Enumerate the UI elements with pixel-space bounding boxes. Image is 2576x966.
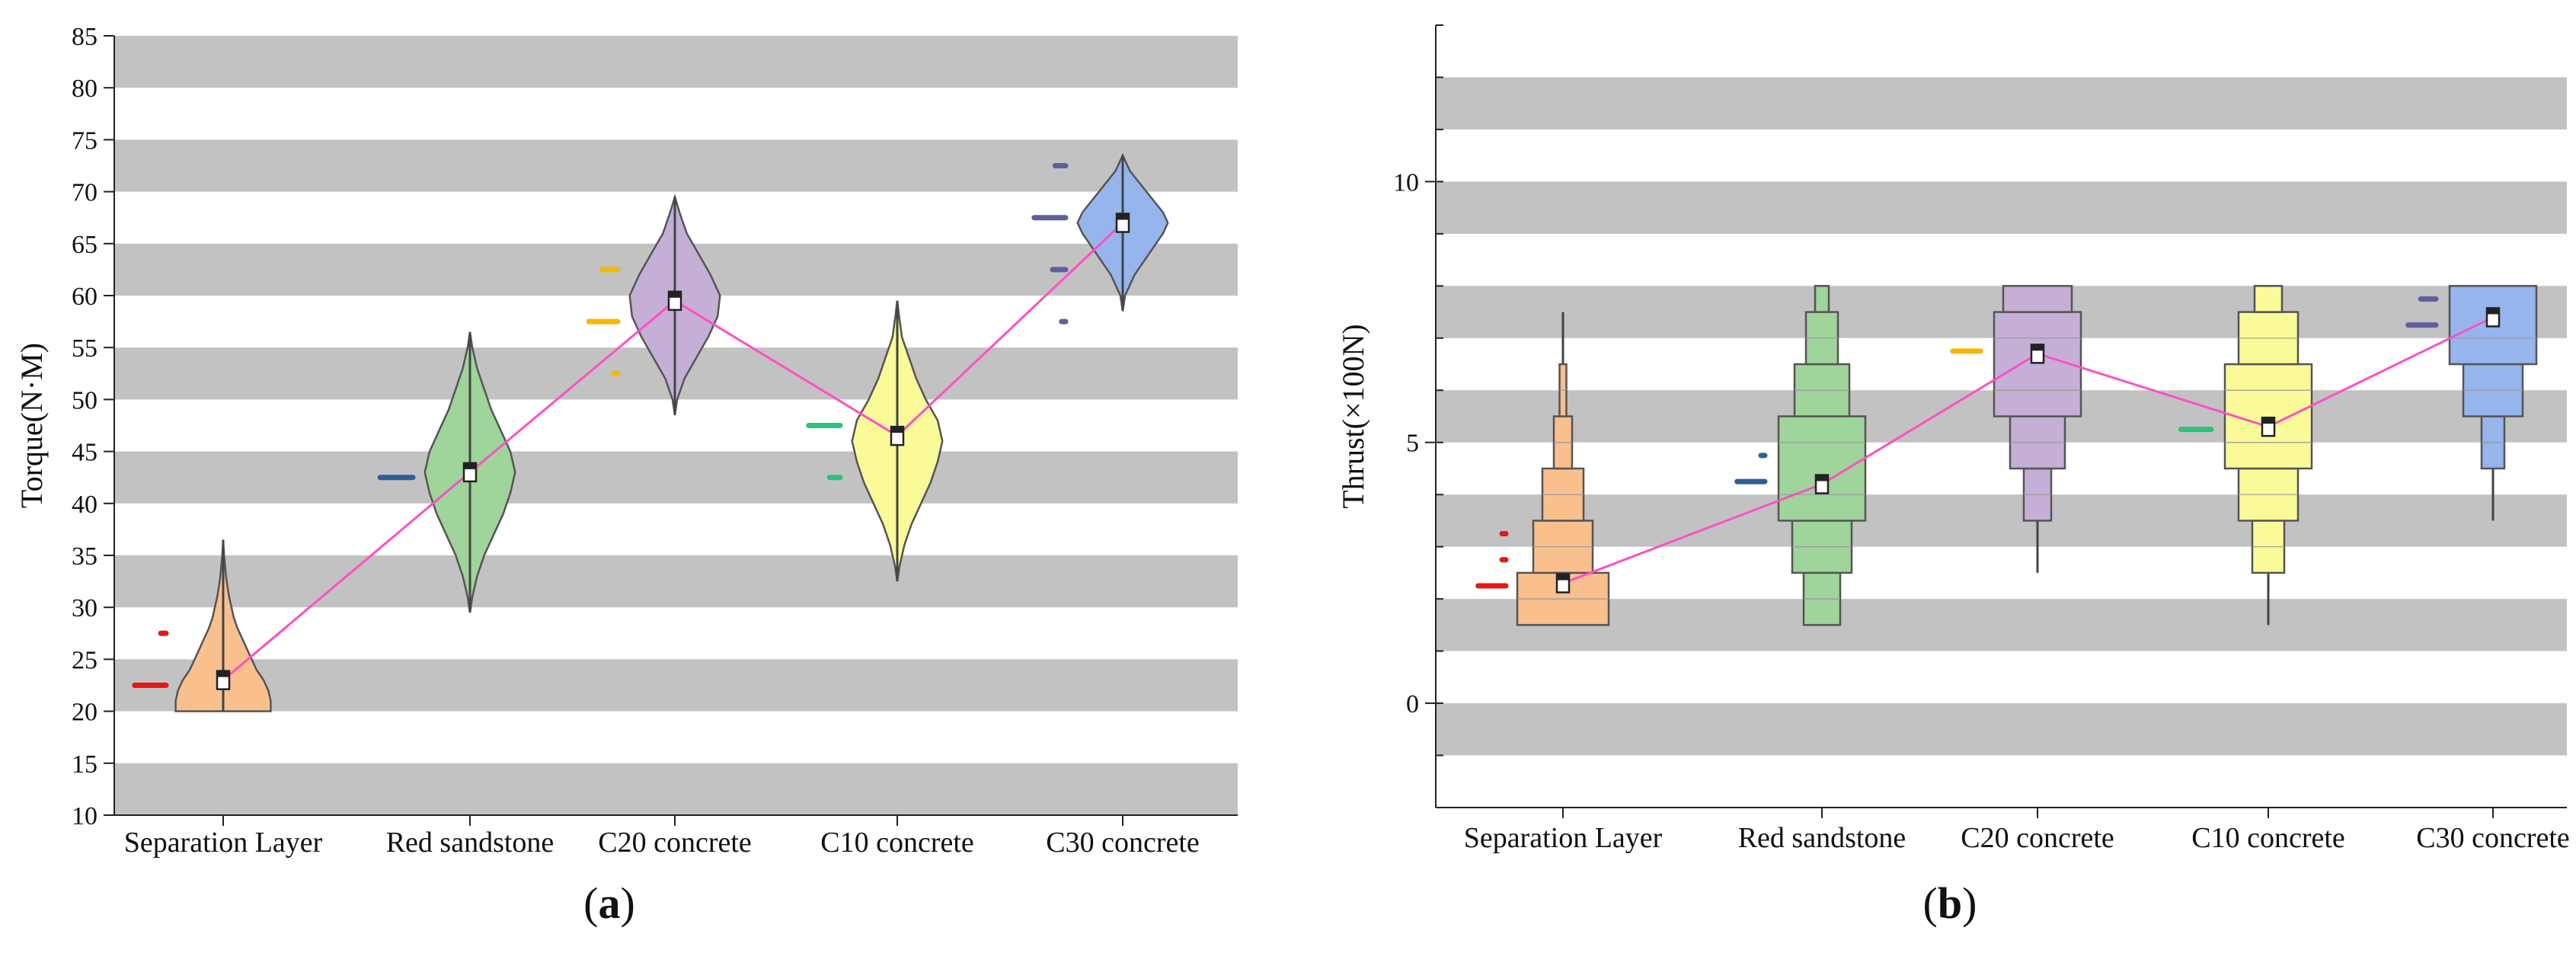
- grid-band: [114, 451, 1238, 504]
- y-tick-label: 35: [72, 542, 97, 571]
- x-tick-label: C10 concrete: [2191, 822, 2345, 854]
- y-tick-label: 15: [72, 750, 97, 779]
- grid-band: [114, 555, 1238, 608]
- grid-bands: [1436, 25, 2567, 808]
- y-tick-label: 30: [72, 594, 97, 622]
- y-tick-label: 5: [1406, 430, 1419, 458]
- x-tick-label: C20 concrete: [1961, 822, 2114, 854]
- mean-box-top: [1816, 475, 1828, 481]
- x-tick-label: Red sandstone: [386, 827, 555, 859]
- y-tick-label: 40: [72, 491, 97, 519]
- mean-box-top: [2031, 344, 2044, 351]
- hist-bin: [1777, 415, 1867, 522]
- mean-box-top: [1117, 213, 1129, 220]
- grid-band: [1436, 599, 2567, 651]
- side-markers: [1475, 296, 2439, 589]
- panel-label-paren-close: ): [1962, 878, 1977, 928]
- mean-box-top: [669, 291, 681, 298]
- y-tick-label: 75: [72, 126, 97, 155]
- y-tick-label: 85: [72, 23, 97, 51]
- y-axis-title: Thrust(×100N): [1336, 324, 1370, 509]
- x-ticks: Separation Layer Red sandstone C20 concret…: [1464, 808, 2570, 854]
- hist-bin: [2002, 285, 2073, 313]
- y-tick-label: 0: [1406, 690, 1419, 718]
- mean-markers: [1555, 307, 2501, 593]
- hist-bin: [1814, 285, 1830, 313]
- hist-bin: [1993, 311, 2082, 417]
- hist-bin: [2253, 285, 2284, 313]
- y-tick-label: 55: [72, 334, 97, 363]
- grid-band: [114, 36, 1238, 88]
- x-tick-label: C30 concrete: [1046, 827, 1200, 859]
- panel-label: (a): [583, 878, 635, 928]
- panel-label-letter: b: [1938, 878, 1962, 928]
- panel-a-torque-violin: 10 15 20 25 30 35 40 45 50 55 60 65 70 75 80 85Torque(N…: [14, 23, 1238, 928]
- panel-label-paren-close: ): [621, 878, 635, 928]
- mean-box-top: [2487, 308, 2499, 315]
- grid-band: [114, 763, 1238, 815]
- grid-band: [1436, 494, 2567, 547]
- grid-band: [1436, 703, 2567, 756]
- y-tick-label: 50: [72, 386, 97, 414]
- y-tick-label: 60: [72, 283, 97, 311]
- y-tick-label: 45: [72, 439, 97, 467]
- panel-label-paren-open: (: [1923, 878, 1938, 928]
- mean-box-top: [891, 427, 903, 433]
- mean-box-top: [2262, 417, 2274, 424]
- x-tick-label: C30 concrete: [2416, 822, 2570, 854]
- x-ticks: Separation Layer Red sandstone C20 concret…: [124, 815, 1200, 859]
- x-tick-label: C10 concrete: [820, 827, 974, 859]
- mean-markers: [216, 213, 1130, 690]
- panel-label: (b): [1923, 878, 1977, 928]
- hist-bin: [2223, 363, 2313, 470]
- mean-box-top: [464, 462, 476, 469]
- y-ticks: 0 5 10: [1393, 24, 1443, 808]
- x-tick-label: Separation Layer: [1464, 822, 1663, 854]
- mean-box-top: [1557, 574, 1569, 581]
- x-tick-label: Red sandstone: [1738, 822, 1906, 854]
- y-tick-label: 20: [72, 699, 97, 727]
- y-tick-label: 65: [72, 231, 97, 259]
- panel-label-paren-open: (: [583, 878, 598, 928]
- y-ticks: 10 15 20 25 30 35 40 45 50 55 60 65 70 75 80 85: [72, 23, 114, 830]
- grid-band: [1436, 181, 2567, 234]
- mean-box-top: [217, 670, 229, 677]
- grid-band: [1436, 77, 2567, 130]
- side-markers: [132, 163, 1069, 688]
- grid-band: [114, 139, 1238, 192]
- y-axis-title: Torque(N·M): [14, 343, 49, 508]
- y-tick-label: 80: [72, 75, 97, 103]
- grid-band: [114, 659, 1238, 712]
- y-tick-label: 70: [72, 179, 97, 207]
- x-tick-label: C20 concrete: [598, 827, 752, 859]
- y-tick-label: 25: [72, 646, 97, 674]
- panel-label-letter: a: [599, 878, 621, 928]
- x-tick-label: Separation Layer: [124, 827, 323, 859]
- y-tick-label: 10: [72, 802, 97, 830]
- grid-bands: [114, 36, 1238, 815]
- y-tick-label: 10: [1393, 168, 1419, 197]
